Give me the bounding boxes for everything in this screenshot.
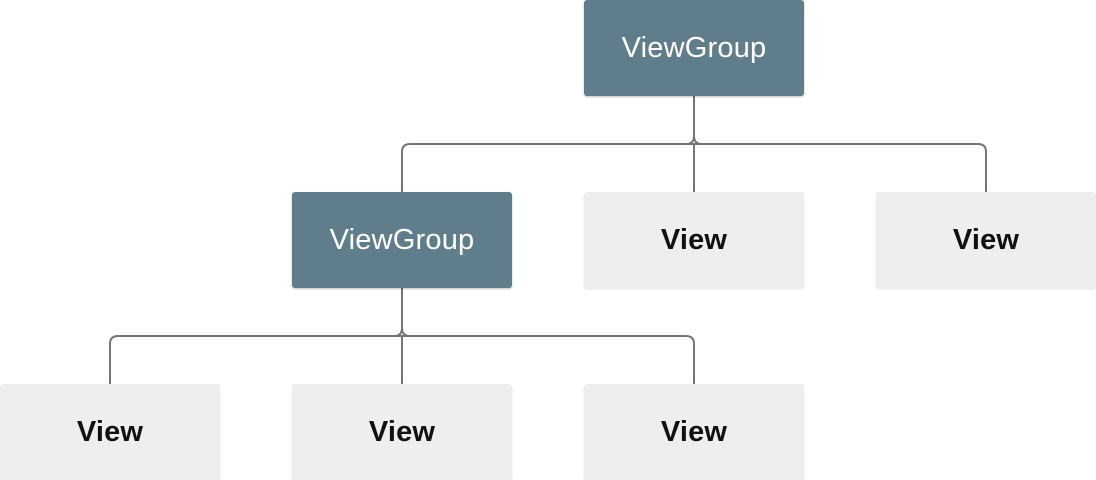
- view-node: View: [584, 192, 804, 288]
- view-node: View: [584, 384, 804, 480]
- view-node: View: [876, 192, 1096, 288]
- root-viewgroup-node: ViewGroup: [584, 0, 804, 96]
- view-node: View: [292, 384, 512, 480]
- view-node: View: [0, 384, 220, 480]
- connector-root-mid: [685, 135, 703, 145]
- child-viewgroup-node: ViewGroup: [292, 192, 512, 288]
- connector-group-mid: [393, 327, 411, 337]
